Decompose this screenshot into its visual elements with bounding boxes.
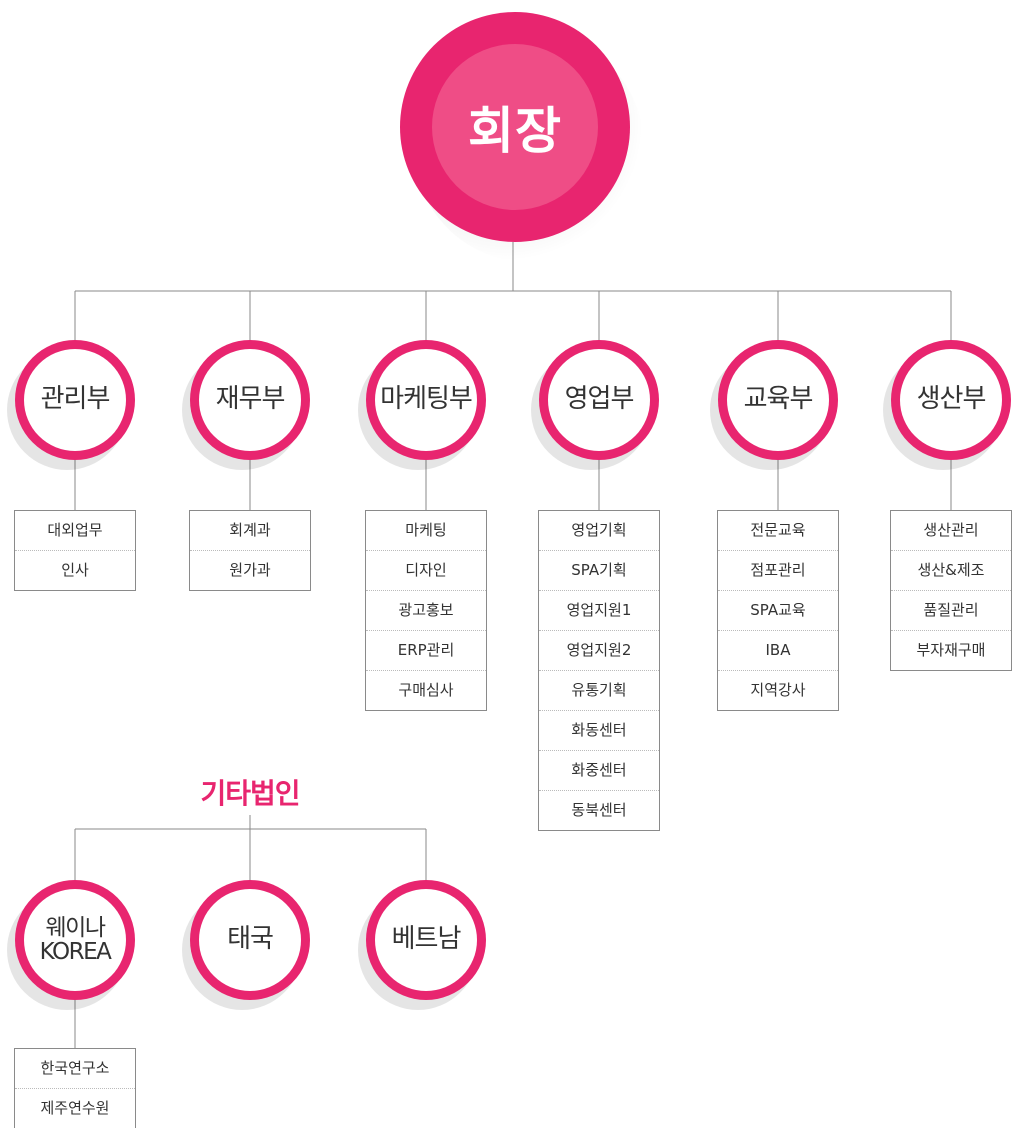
department-node: 교육부 [710,340,838,470]
team-item: 품질관리 [891,591,1011,631]
team-item: 동북센터 [571,801,627,819]
team-item: 화중센터 [539,751,659,791]
department-node: 영업부 [531,340,659,470]
chairman-node: 회장 [400,12,644,262]
team-item: 회계과 [190,511,310,551]
department-node: 재무부 [182,340,310,470]
affiliate-node: 베트남 [358,880,486,1010]
team-item: 화동센터 [539,711,659,751]
team-item: 영업지원1 [539,591,659,631]
team-item: SPA교육 [718,591,838,631]
team-item: 영업기획 [539,511,659,551]
team-item: SPA기획 [539,551,659,591]
team-item: 제주연수원 [40,1099,110,1117]
affiliates-title: 기타법인 [200,777,300,810]
department-node-face: 관리부 [24,349,126,451]
chairman-label: 회장 [468,102,562,160]
department-node-face: 영업부 [548,349,650,451]
department-node-label: 재무부 [215,384,286,415]
department-node-label: 교육부 [743,384,814,415]
department-node-label: 마케팅부 [380,384,473,415]
team-item: IBA [718,631,838,671]
team-item: 광고홍보 [366,591,486,631]
affiliate-node-face: 베트남 [375,889,477,991]
department-node: 생산부 [883,340,1011,470]
department-node-label: 관리부 [40,384,111,415]
department-node-label: 영업부 [564,384,635,415]
team-item: 지역강사 [750,681,806,699]
department-node-face: 재무부 [199,349,301,451]
team-item: 부자재구매 [916,641,986,659]
team-item: 인사 [61,561,89,579]
department-node: 마케팅부 [358,340,486,470]
team-item: 구매심사 [398,681,454,699]
affiliate-node: 태국 [182,880,310,1010]
team-item: 전문교육 [718,511,838,551]
department-node: 관리부 [7,340,135,470]
team-item: 대외업무 [15,511,135,551]
team-item: 마케팅 [366,511,486,551]
department-node-label: 생산부 [916,384,987,415]
team-item: 생산관리 [891,511,1011,551]
team-item: 디자인 [366,551,486,591]
team-item: 한국연구소 [15,1049,135,1089]
team-item: 생산&제조 [891,551,1011,591]
team-item: ERP관리 [366,631,486,671]
team-item: 원가과 [229,561,271,579]
affiliate-node-face: 태국 [199,889,301,991]
affiliate-node-label: 태국 [227,924,274,955]
chairman-inner-circle: 회장 [432,44,598,210]
affiliate-node-label: 베트남 [391,924,462,955]
team-item: 유통기획 [539,671,659,711]
team-item: 점포관리 [718,551,838,591]
department-node-face: 마케팅부 [375,349,477,451]
team-item: 영업지원2 [539,631,659,671]
department-node-face: 교육부 [727,349,829,451]
department-node-face: 생산부 [900,349,1002,451]
